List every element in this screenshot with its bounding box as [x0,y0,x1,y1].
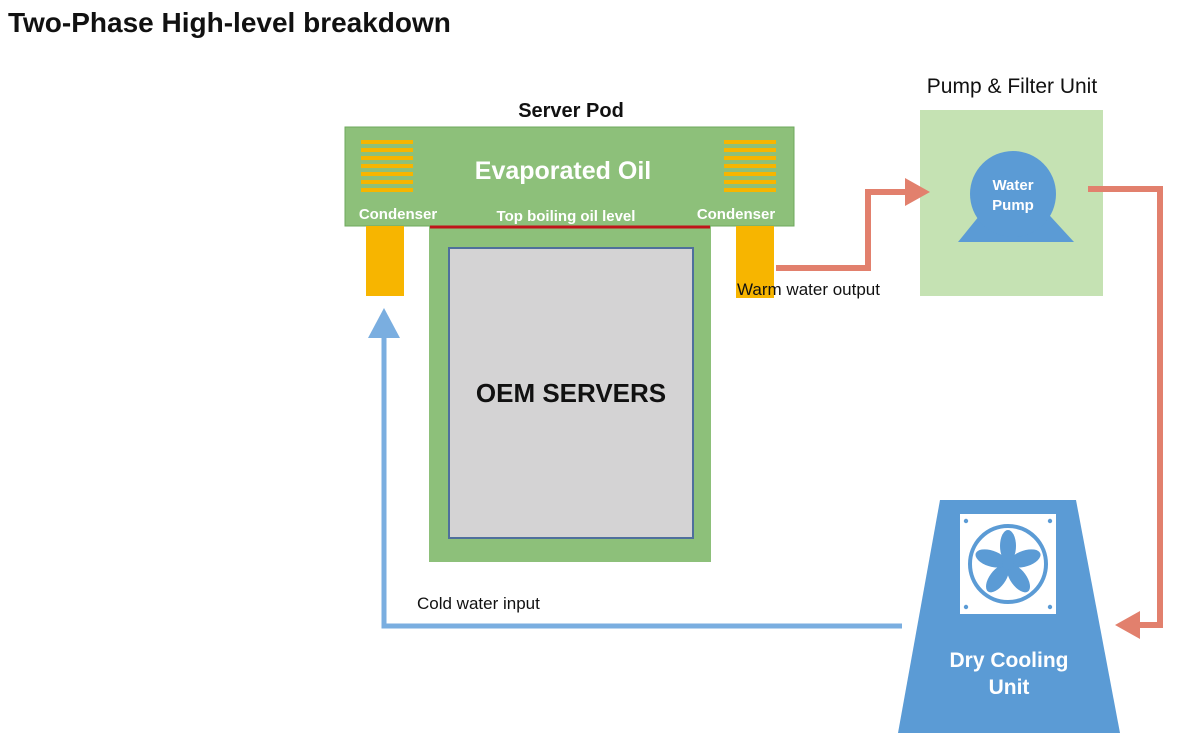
condenser-left-label: Condenser [359,206,438,223]
cold-water-arrow [381,330,902,629]
oem-servers-box [448,247,694,539]
warm-water-label: Warm water output [737,280,880,299]
pump-to-cooler-arrow [1088,186,1163,628]
warm-water-arrow [776,189,912,271]
water-pump-icon [958,151,1074,242]
dry-cooling-unit-body [898,500,1120,733]
cold-water-arrowhead [368,308,400,338]
condenser-coils-left [361,140,413,192]
dry-cooling-label-line2: Unit [989,676,1030,699]
water-pump-label-line2: Pump [992,197,1034,214]
condenser-pipe-right [736,226,774,298]
warm-water-arrowhead [905,178,930,206]
evaporated-oil-label: Evaporated Oil [475,157,651,185]
pump-to-cooler-arrowhead [1115,611,1140,639]
cold-water-label: Cold water input [417,594,540,613]
oil-level-label: Top boiling oil level [497,208,636,225]
condenser-pipe-left [366,226,404,296]
condenser-right-label: Condenser [697,206,776,223]
evaporated-oil-band [344,126,795,227]
oem-servers-label: OEM SERVERS [476,378,666,408]
water-pump-label-line1: Water [992,177,1033,194]
pump-unit-label: Pump & Filter Unit [927,75,1098,98]
server-pod-label: Server Pod [518,100,624,122]
fan-icon [960,514,1056,614]
condenser-coils-right [724,140,776,192]
dry-cooling-label-line1: Dry Cooling [950,649,1069,672]
page-title: Two-Phase High-level breakdown [8,7,451,38]
